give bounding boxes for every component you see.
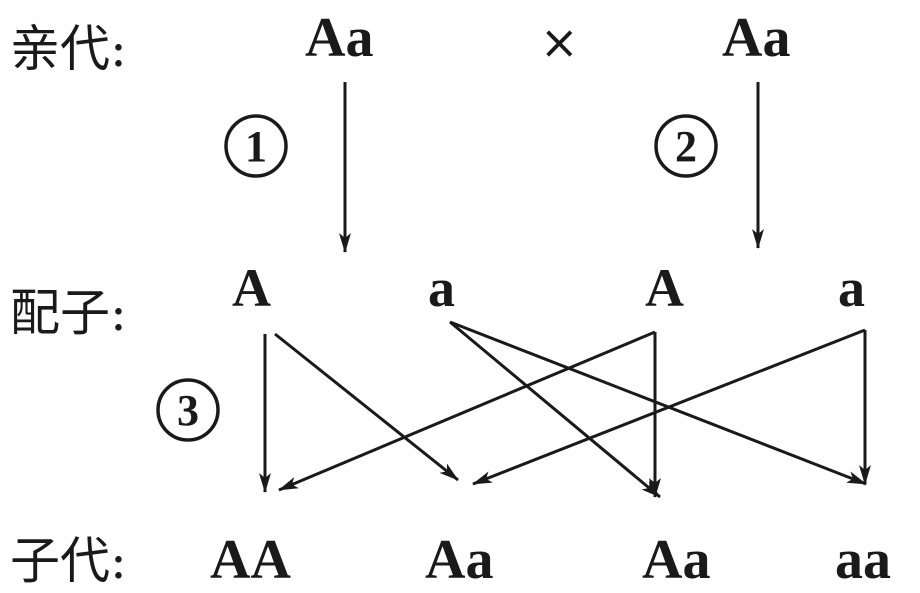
label-offspring: 子代:	[10, 532, 127, 590]
step-marker-1: 1	[224, 114, 288, 178]
offspring-3: Aa	[642, 529, 710, 591]
arrow-gamete1-to-offspring2	[274, 332, 459, 482]
arrow-gamete3-to-offspring1	[278, 330, 656, 492]
step-marker-2: 2	[654, 114, 718, 178]
offspring-2: Aa	[425, 529, 493, 591]
parent-left-genotype: Aa	[305, 7, 373, 69]
cross-sign: ×	[540, 15, 579, 69]
label-parents: 亲代:	[10, 20, 127, 78]
gamete-3: A	[645, 258, 684, 318]
gamete-1: A	[232, 258, 271, 318]
step-marker-3-number: 3	[177, 386, 199, 435]
arrow-gamete2-to-offspring3	[449, 320, 661, 499]
step-marker-2-number: 2	[675, 122, 697, 171]
gamete-4: a	[838, 258, 865, 318]
arrow-gamete4-to-offspring2	[472, 328, 866, 486]
step-marker-1-number: 1	[245, 122, 267, 171]
offspring-4: aa	[835, 529, 891, 591]
parent-right-genotype: Aa	[722, 7, 790, 69]
step-marker-3: 3	[156, 378, 220, 442]
arrow-gamete2-to-offspring4	[449, 320, 867, 486]
label-gametes: 配子:	[10, 284, 127, 342]
gamete-2: a	[428, 258, 455, 318]
offspring-1: AA	[210, 529, 291, 591]
